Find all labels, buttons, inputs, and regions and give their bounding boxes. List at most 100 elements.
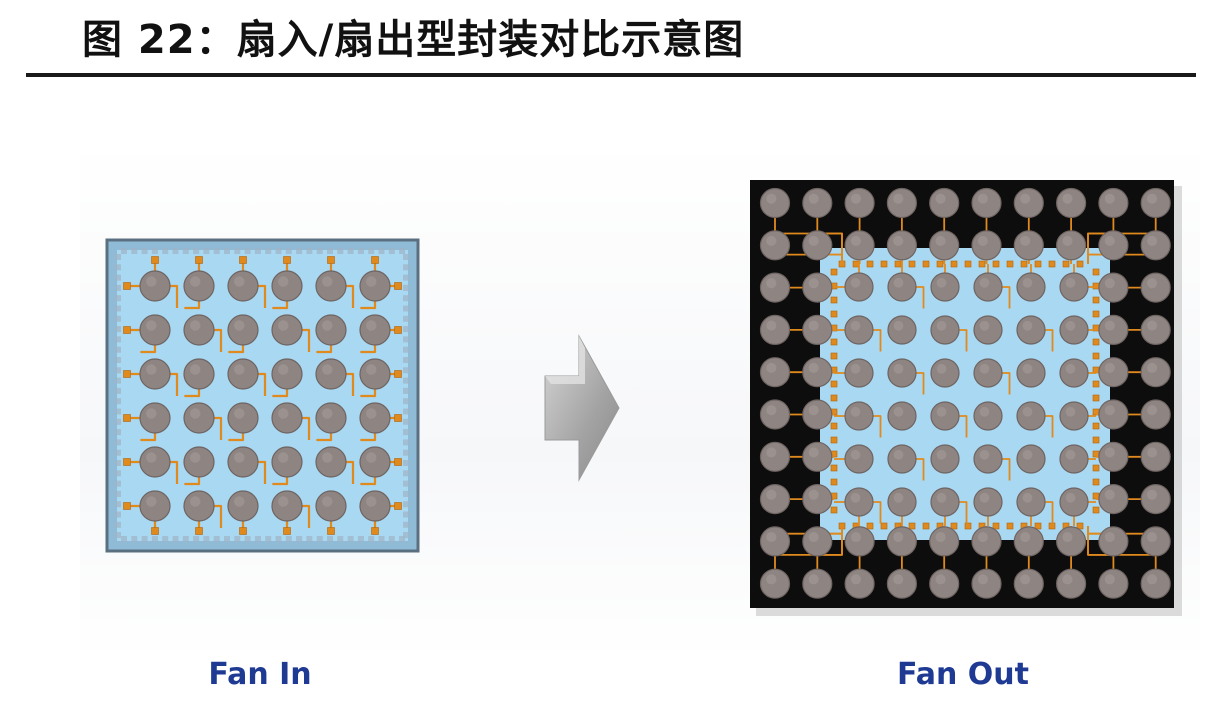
pad-ring-cell [368, 536, 375, 542]
bond-pad [371, 256, 379, 264]
bond-pad [830, 380, 838, 388]
pad-ring-cell [203, 536, 210, 542]
solder-ball-highlight [190, 408, 201, 419]
solder-ball [759, 357, 791, 388]
solder-ball [973, 444, 1003, 474]
pad-ring-cell [403, 387, 409, 394]
solder-ball-highlight [766, 278, 777, 289]
pad-ring-cell [403, 274, 409, 281]
solder-ball-highlight [1147, 531, 1158, 543]
pad-ring-cell [182, 536, 189, 542]
pad-ring-cell [234, 248, 241, 254]
solder-ball [139, 446, 171, 478]
solder-ball-highlight [1147, 235, 1158, 247]
solder-ball [1059, 487, 1089, 517]
pad-ring-cell [254, 536, 261, 542]
solder-ball [139, 490, 171, 522]
pad-ring-cell [193, 248, 200, 254]
pad-ring-cell [182, 248, 189, 254]
fan-in-label: Fan In [208, 657, 312, 692]
solder-ball-highlight [146, 496, 157, 507]
solder-ball [1013, 187, 1044, 219]
solder-ball [1140, 441, 1171, 472]
solder-ball-highlight [893, 449, 904, 460]
bond-pad [327, 256, 335, 264]
solder-ball-highlight [979, 363, 990, 374]
solder-ball [971, 187, 1002, 219]
solder-ball [1056, 230, 1087, 261]
fan-in-package [105, 238, 420, 553]
bond-pad [992, 260, 1000, 268]
pad-ring-cell [403, 367, 409, 374]
bond-pad [1092, 422, 1100, 430]
solder-ball-highlight [278, 364, 289, 375]
bond-pad [1092, 296, 1100, 304]
solder-ball [759, 272, 791, 303]
solder-ball-highlight [808, 531, 819, 543]
solder-ball-highlight [366, 496, 377, 507]
solder-ball-highlight [1022, 363, 1033, 374]
solder-ball-highlight [850, 449, 861, 460]
solder-ball-highlight [893, 193, 904, 204]
pad-ring-cell [403, 326, 409, 333]
solder-ball-highlight [1147, 320, 1158, 331]
solder-ball-highlight [322, 276, 333, 287]
solder-ball-highlight [936, 492, 947, 503]
pad-ring-cell [296, 248, 303, 254]
solder-ball-highlight [808, 235, 819, 247]
solder-ball [887, 487, 917, 517]
pad-ring-cell [347, 248, 354, 254]
solder-ball-highlight [936, 363, 947, 374]
bond-pad [908, 522, 916, 530]
bond-pad [1062, 260, 1070, 268]
pad-ring-cell [327, 536, 333, 542]
solder-ball [802, 230, 833, 261]
solder-ball [971, 526, 1002, 557]
solder-ball-highlight [850, 363, 861, 374]
solder-ball [1098, 357, 1129, 388]
bond-pad [123, 326, 131, 334]
solder-ball-highlight [1065, 406, 1076, 417]
solder-ball [183, 270, 215, 302]
solder-ball-highlight [979, 320, 990, 331]
bond-pad [1048, 522, 1056, 530]
solder-ball-highlight [322, 364, 333, 375]
pad-ring-cell [151, 248, 158, 254]
solder-ball [1140, 314, 1171, 345]
solder-ball-highlight [234, 452, 245, 463]
solder-ball [1013, 526, 1044, 557]
fan-out-label: Fan Out [897, 657, 1029, 692]
pad-ring-cell [115, 264, 121, 271]
solder-ball-highlight [893, 574, 904, 585]
bond-pad [151, 256, 159, 264]
solder-ball-highlight [1022, 320, 1033, 331]
solder-ball [887, 401, 917, 431]
bond-pad [894, 260, 902, 268]
pad-ring-cell [275, 248, 282, 254]
bond-pad [1092, 352, 1100, 360]
solder-ball-highlight [850, 277, 861, 288]
solder-ball [886, 568, 917, 599]
solder-ball [930, 487, 960, 517]
solder-ball [844, 358, 874, 388]
solder-ball [227, 270, 259, 302]
solder-ball [930, 315, 960, 345]
bond-pad [1092, 310, 1100, 318]
solder-ball [973, 401, 1003, 431]
pad-ring-cell [151, 536, 158, 542]
pad-ring-cell [115, 357, 121, 363]
solder-ball-highlight [278, 496, 289, 507]
pad-ring-cell [403, 305, 409, 312]
pad-ring-cell [403, 315, 409, 322]
solder-ball-highlight [935, 574, 946, 585]
solder-ball-highlight [808, 320, 819, 331]
solder-ball [359, 402, 391, 434]
solder-ball [1013, 568, 1044, 599]
solder-ball-highlight [1147, 489, 1158, 500]
bond-pad [151, 527, 159, 535]
solder-ball-highlight [190, 496, 201, 507]
solder-ball [929, 187, 960, 219]
solder-ball [887, 358, 917, 388]
pad-ring-cell [378, 248, 385, 254]
fan-out-balls [759, 187, 1171, 599]
